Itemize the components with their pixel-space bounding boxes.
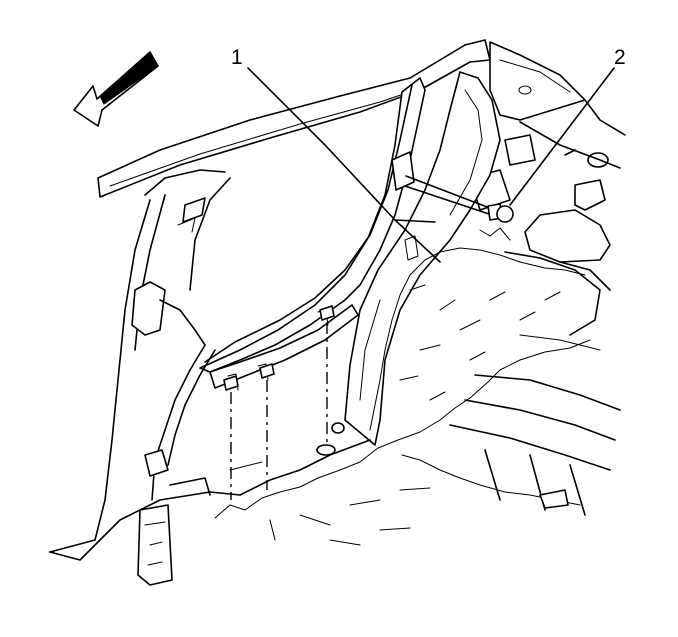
floor-pan bbox=[269, 487, 431, 546]
c-pillar-trim bbox=[344, 71, 501, 446]
package-shelf-bracket bbox=[469, 134, 611, 336]
callout-2-label: 2 bbox=[614, 46, 626, 69]
lower-rocker-panel bbox=[49, 439, 371, 561]
door-opening-frame bbox=[49, 169, 231, 553]
floor-clip-receptacle bbox=[316, 422, 345, 456]
trunk-floor bbox=[449, 334, 621, 516]
clip-alignment-lines bbox=[230, 322, 328, 500]
seat-belt-assembly bbox=[131, 281, 216, 586]
callout-labels: 1 2 bbox=[231, 46, 626, 69]
trim-retainer-clips bbox=[223, 305, 335, 391]
front-direction-arrow-icon bbox=[73, 51, 159, 127]
callout-leaders bbox=[247, 67, 615, 263]
upper-trim-retainer bbox=[391, 151, 514, 223]
rear-upper-panel bbox=[489, 41, 626, 169]
callout-1-label: 1 bbox=[231, 46, 243, 69]
